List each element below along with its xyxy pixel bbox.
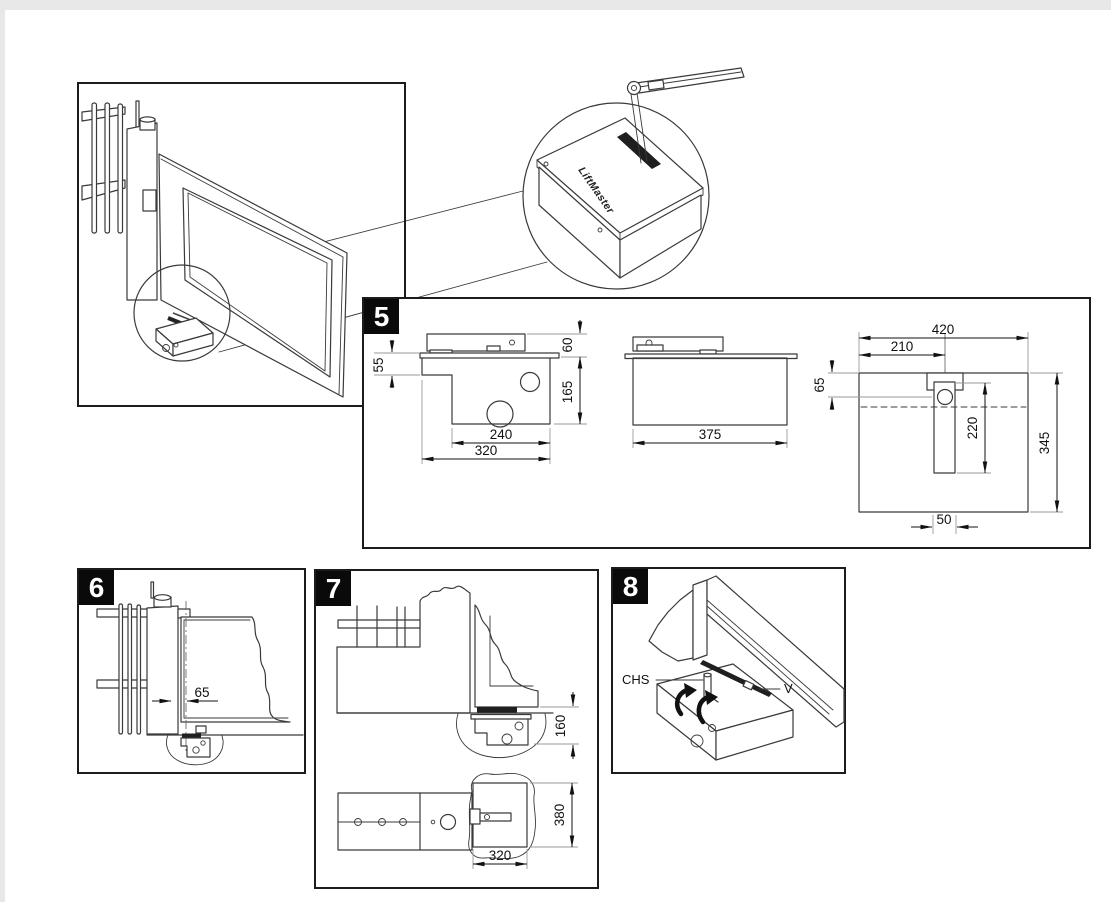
figure-5-number: 5 (374, 301, 390, 332)
overview-panel-frame (77, 82, 406, 407)
dim-50: 50 (936, 512, 951, 527)
dim-210: 210 (891, 339, 914, 354)
release-arm (626, 67, 745, 164)
hinge-detail-circle (133, 264, 231, 362)
dim-65-fig6: 65 (194, 685, 209, 700)
dim-420: 420 (932, 322, 955, 337)
gate-leaf (158, 153, 348, 398)
dim-320: 320 (475, 443, 498, 458)
fig7-plan-view: 380 320 (337, 772, 578, 869)
foundation-box-detail: LiftMaster (522, 102, 710, 290)
dim-345: 345 (1037, 432, 1052, 455)
fig6-drawing: 65 (96, 581, 304, 766)
fence (81, 102, 126, 234)
dim-220: 220 (965, 417, 980, 440)
dim-240: 240 (490, 427, 513, 442)
dim-160: 160 (553, 715, 568, 738)
dim-380: 380 (552, 804, 567, 827)
fig5-side-view: 55 60 165 240 320 (371, 320, 587, 464)
fig8-drawing: CHS V (622, 575, 845, 761)
dim-60: 60 (560, 337, 575, 352)
label-v: V (784, 681, 793, 696)
figure-6-number-box (79, 570, 114, 605)
label-chs: CHS (622, 672, 650, 687)
fig5-front-view: 375 (624, 336, 798, 448)
fig5-plan-view: 420 210 65 220 345 50 (812, 322, 1063, 534)
dim-320-fig7: 320 (489, 848, 512, 863)
rotate-arrow-icon (674, 683, 718, 725)
figure-8-number: 8 (623, 571, 639, 602)
figure-7-number-box (316, 571, 351, 606)
figure-6-number: 6 (89, 572, 105, 603)
dim-165: 165 (560, 381, 575, 404)
figure-8-number-box (613, 569, 648, 604)
dim-65-plan: 65 (812, 377, 827, 392)
gate-post (126, 100, 158, 301)
fig7-side-section: 160 (336, 585, 579, 759)
figure-5-number-box (364, 299, 399, 334)
dim-375: 375 (699, 427, 722, 442)
dim-55: 55 (371, 357, 386, 372)
figure-7-number: 7 (326, 573, 342, 604)
